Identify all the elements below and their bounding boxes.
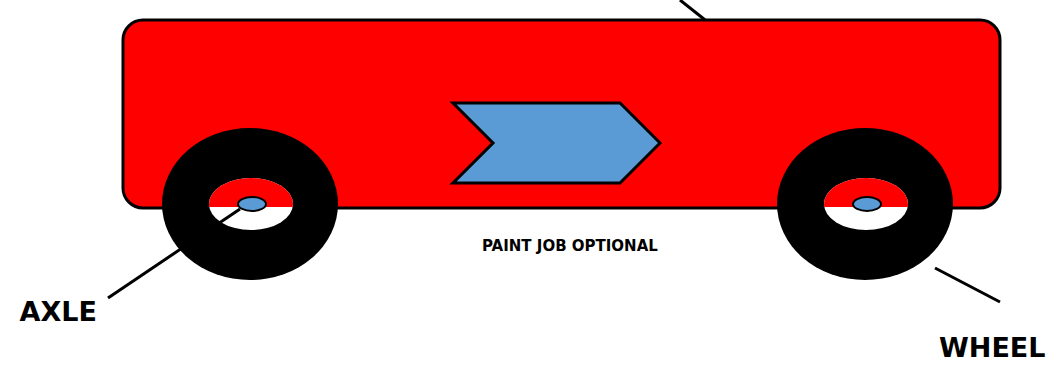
wheel-tire <box>162 128 338 280</box>
note-label: PAINT JOB OPTIONAL <box>482 239 658 254</box>
chevron-decal <box>453 103 660 183</box>
wheel-hub-body <box>209 178 293 207</box>
wheel-hub-body <box>824 178 908 207</box>
wheel-tire <box>777 128 953 280</box>
axle-end <box>238 197 266 211</box>
wheel-group <box>162 128 338 280</box>
wheel-group <box>777 128 953 280</box>
leader-line <box>935 268 1000 302</box>
part-label: AXLE <box>20 298 97 325</box>
part-label: WHEEL <box>939 334 1045 361</box>
leader-line <box>108 209 240 298</box>
axle-end <box>853 197 881 211</box>
wheel-hub <box>824 178 908 230</box>
